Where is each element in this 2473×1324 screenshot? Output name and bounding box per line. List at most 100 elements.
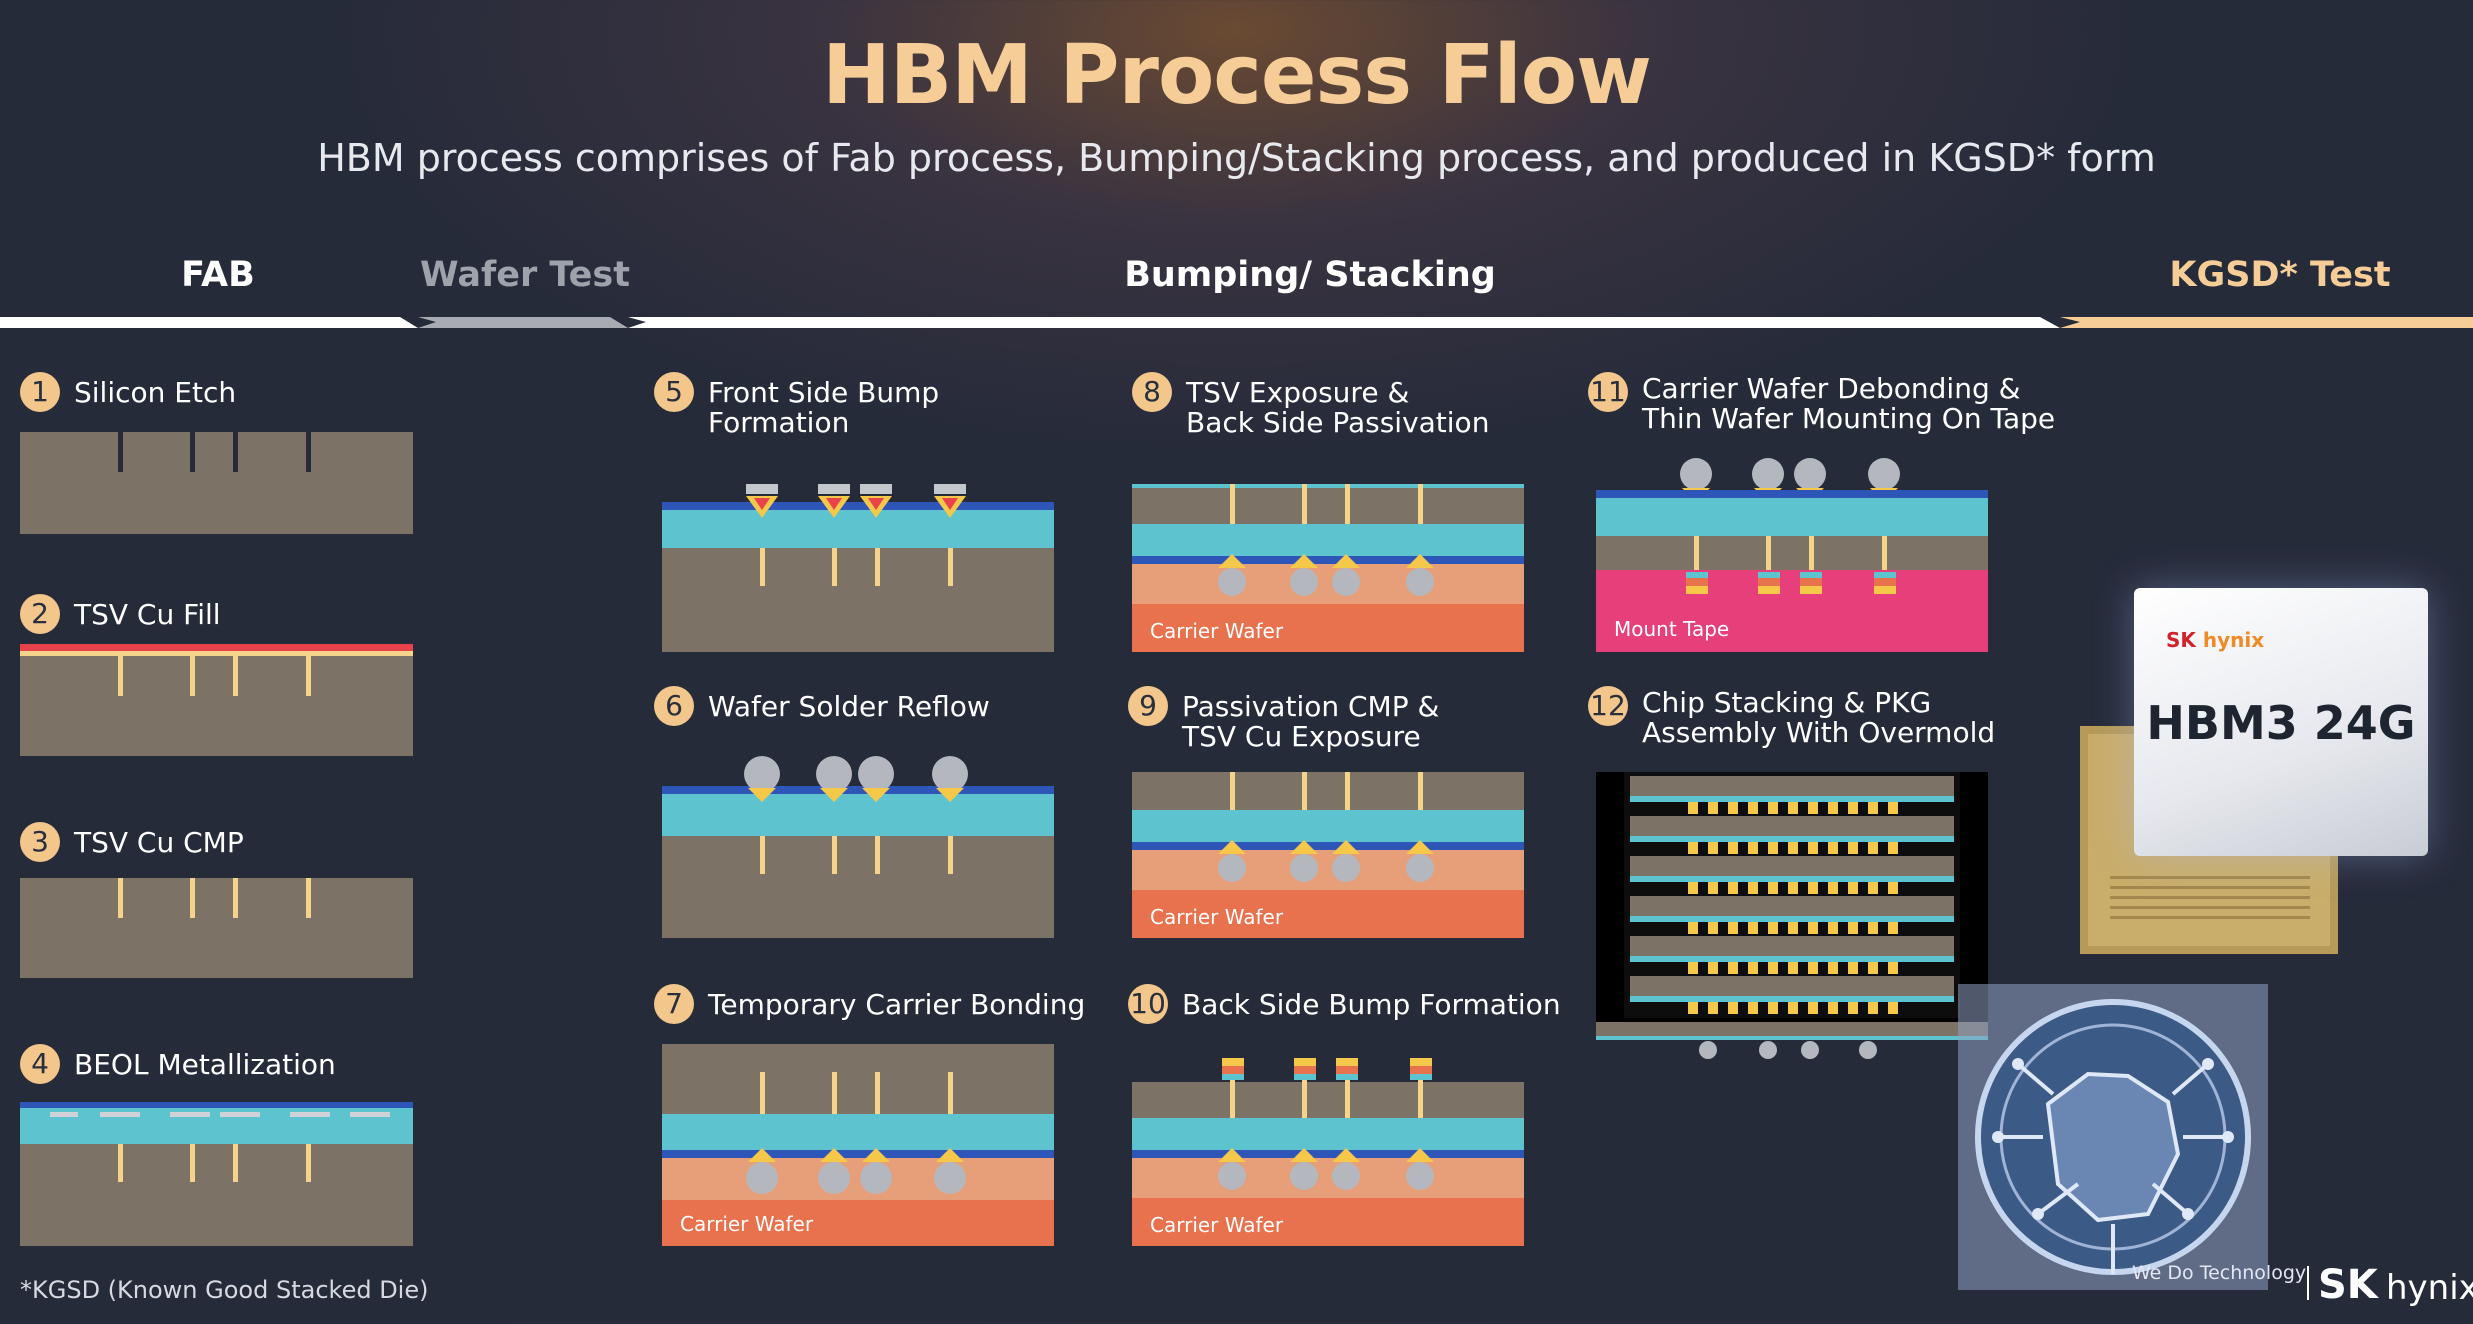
microbump [1788,922,1798,934]
carrier-wafer-label: Carrier Wafer [1150,905,1284,929]
phase-bar-bumping [628,317,2060,328]
microbump [1708,1002,1718,1014]
microbump [1748,842,1758,854]
microbump [1868,842,1878,854]
microbump [1728,842,1738,854]
microbump [1888,962,1898,974]
microbump [1768,842,1778,854]
microbump [1888,842,1898,854]
microbump [1788,962,1798,974]
step-title: Silicon Etch [74,376,237,409]
sk-logo-text: SK [2318,1262,2378,1308]
microbump [1888,922,1898,934]
phase-wafer-test-label: Wafer Test [420,255,630,295]
circuit-bull-emblem [1958,984,2268,1290]
microbump [1768,802,1778,814]
phase-bar-fab [0,317,418,328]
phase-bar-wafer-test [418,317,628,328]
microbump [1708,882,1718,894]
microbump [1748,882,1758,894]
stacked-die [1630,896,1954,916]
back-side-bump-diagram: Carrier Wafer [1132,1058,1524,1246]
step-number-badge: 1 [20,372,60,412]
carrier-debonding-diagram: Mount Tape [1596,458,1988,652]
tsv-cu-cmp-diagram [20,878,413,978]
carrier-wafer-label: Carrier Wafer [1150,1213,1284,1237]
microbump [1688,922,1698,934]
step-number-badge: 8 [1132,372,1172,412]
page-subtitle: HBM process comprises of Fab process, Bu… [317,136,2156,180]
microbump [1708,962,1718,974]
step-title: BEOL Metallization [74,1048,336,1081]
microbump [1688,962,1698,974]
microbump [1808,962,1818,974]
phase-bar-kgsd-test [2060,317,2473,328]
stacked-die [1630,856,1954,876]
microbump [1828,882,1838,894]
microbump [1788,802,1798,814]
step-number-badge: 10 [1128,984,1168,1024]
step-title: Chip Stacking & PKG [1642,686,1932,719]
step-title: TSV Exposure & [1186,376,1410,409]
microbump [1848,1002,1858,1014]
step-title-line2: Assembly With Overmold [1642,716,1996,749]
carrier-wafer-label: Carrier Wafer [1150,619,1284,643]
microbump [1688,882,1698,894]
stacked-die-beol [1630,916,1954,922]
microbump [1848,842,1858,854]
microbump [1828,922,1838,934]
step-number-badge: 11 [1588,372,1628,412]
tsv-cu-fill-diagram [20,644,413,756]
stacked-die [1630,816,1954,836]
microbump [1728,962,1738,974]
page-title: HBM Process Flow [822,28,1652,123]
microbump [1808,882,1818,894]
chip-product-name: HBM3 24G [2146,696,2416,750]
microbump [1828,842,1838,854]
microbump [1708,922,1718,934]
logo-divider [2307,1266,2309,1300]
step-title: Temporary Carrier Bonding [708,988,1086,1021]
step-number-badge: 6 [654,686,694,726]
step-title-line2: Thin Wafer Mounting On Tape [1642,402,2056,435]
brand-slogan: We Do Technology [2132,1262,2307,1284]
step-title: Passivation CMP & [1182,690,1440,723]
microbump [1868,802,1878,814]
step-title: TSV Cu Fill [74,598,221,631]
microbump [1788,842,1798,854]
step-number-badge: 4 [20,1044,60,1084]
microbump [1688,842,1698,854]
stacked-die-beol [1630,836,1954,842]
microbump [1808,842,1818,854]
microbump [1848,882,1858,894]
microbump [1808,802,1818,814]
step-number-badge: 2 [20,594,60,634]
step-number-badge: 5 [654,372,694,412]
footnote: *KGSD (Known Good Stacked Die) [20,1276,429,1304]
chip-stacking-diagram [1596,772,1988,1059]
stacked-die-beol [1630,956,1954,962]
microbump [1748,802,1758,814]
beol-metallization-diagram [20,1102,413,1246]
phase-kgsd-test-label: KGSD* Test [2169,255,2391,295]
microbump [1868,962,1878,974]
step-title-line2: Back Side Passivation [1186,406,1490,439]
microbump [1728,922,1738,934]
silicon-etch-diagram [20,432,413,534]
stacked-die-beol [1630,796,1954,802]
microbump [1808,922,1818,934]
microbump [1708,842,1718,854]
carrier-wafer-label: Carrier Wafer [680,1212,814,1236]
microbump [1808,1002,1818,1014]
microbump [1828,1002,1838,1014]
chip-brand-logo: SK hynix [2166,628,2264,652]
step-title: TSV Cu CMP [74,826,244,859]
microbump [1888,882,1898,894]
step-title: Carrier Wafer Debonding & [1642,372,2021,405]
mount-tape-label: Mount Tape [1614,617,1729,641]
microbump [1888,802,1898,814]
step-title: Back Side Bump Formation [1182,988,1561,1021]
microbump [1728,1002,1738,1014]
step-title: Wafer Solder Reflow [708,690,990,723]
microbump [1848,802,1858,814]
